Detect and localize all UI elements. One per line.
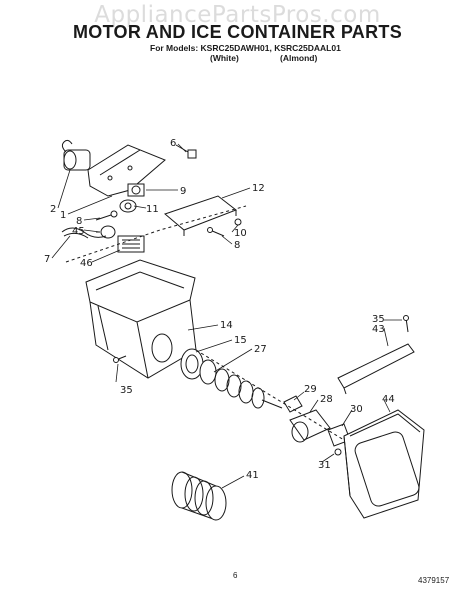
leader-lines [51, 143, 402, 489]
callout-1: 1 [60, 210, 66, 221]
drive-motor [61, 139, 91, 171]
document-number: 4379157 [418, 576, 450, 585]
callout-29: 29 [304, 384, 317, 395]
part-31-clip [334, 448, 342, 456]
callout-12: 12 [252, 183, 265, 194]
part-44-front-housing [343, 409, 425, 519]
part-14-ice-container [85, 259, 197, 379]
callout-30: 30 [350, 404, 363, 415]
callout-10: 10 [234, 228, 247, 239]
part-43-deflector [337, 343, 415, 395]
callout-labels: 6 9 12 2 1 11 8 45 10 8 7 46 14 15 27 35… [44, 138, 395, 481]
page-title: MOTOR AND ICE CONTAINER PARTS [72, 22, 403, 42]
callout-15: 15 [234, 335, 247, 346]
callout-31: 31 [318, 460, 331, 471]
callout-27: 27 [254, 344, 267, 355]
part-11-switch [119, 199, 137, 213]
part-12-cover [164, 195, 238, 236]
callout-14: 14 [220, 320, 233, 331]
part-10-screw [234, 218, 242, 226]
callout-46: 46 [80, 258, 93, 269]
part-9-coupler [127, 183, 145, 197]
callout-44: 44 [382, 394, 395, 405]
color-white-label: (White) [210, 53, 239, 63]
part-46-socket [117, 235, 145, 253]
part-27-auger [199, 359, 283, 409]
model-numbers: For Models: KSRC25DAWH01, KSRC25DAAL01 [150, 43, 341, 53]
callout-35-top-right: 35 [372, 314, 385, 325]
color-almond-label: (Almond) [280, 53, 318, 63]
callout-9: 9 [180, 186, 186, 197]
part-35-screw-left [113, 355, 127, 363]
part-7-harness [61, 227, 107, 239]
callout-45: 45 [72, 226, 85, 237]
part-35-screw-right [403, 315, 409, 333]
watermark: AppliancePartsPros.com [94, 2, 381, 28]
callout-8-right: 8 [234, 240, 240, 251]
callout-8-left: 8 [76, 216, 82, 227]
part-28-bracket [289, 409, 331, 443]
page-number: 6 [233, 571, 238, 580]
callout-11: 11 [146, 204, 159, 215]
part-41-bushing [171, 471, 227, 521]
callout-6: 6 [170, 138, 176, 149]
callout-7: 7 [44, 254, 50, 265]
part-8-screw-left [95, 210, 118, 221]
part-29-coupling [283, 395, 303, 413]
part-8-screw-right [207, 227, 225, 237]
callout-41: 41 [246, 470, 259, 481]
callout-28: 28 [320, 394, 333, 405]
callout-43: 43 [372, 324, 385, 335]
callout-2: 2 [50, 204, 56, 215]
callout-35-left: 35 [120, 385, 133, 396]
motor-bracket [87, 144, 166, 197]
part-15-ring [151, 333, 204, 380]
